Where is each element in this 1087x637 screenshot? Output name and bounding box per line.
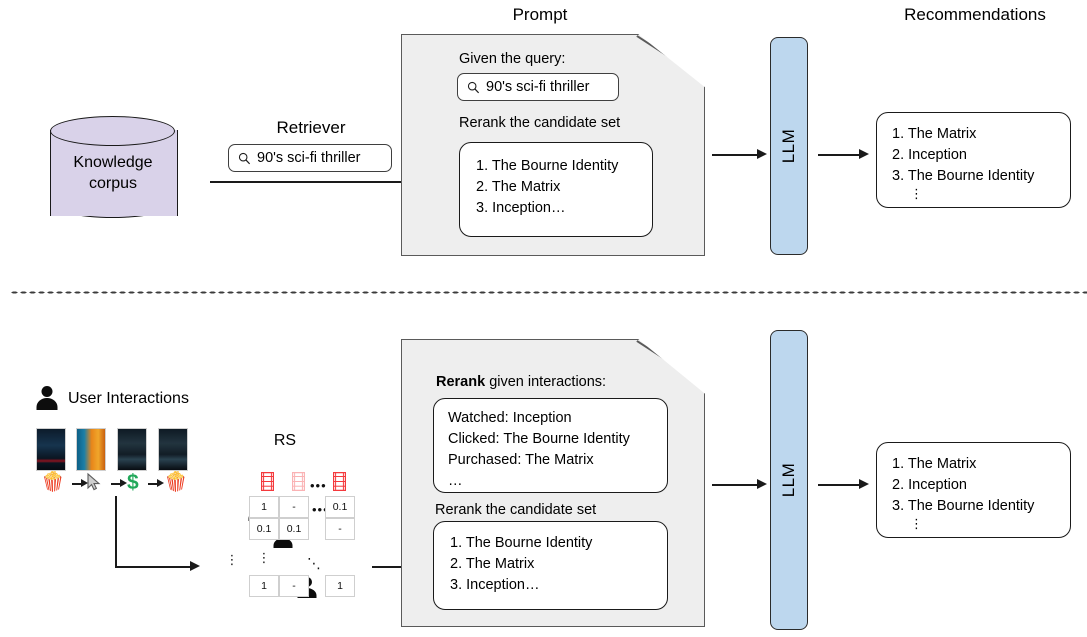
arrow-event-1: [72, 483, 82, 485]
matrix-row-ellipsis: ⋮: [225, 552, 239, 567]
user-interactions-label: User Interactions: [68, 390, 189, 407]
knowledge-corpus-line2: corpus: [88, 175, 138, 192]
arrow-llm-to-recs-bottom: [818, 484, 862, 486]
knowledge-corpus-cylinder: Knowledge corpus: [50, 116, 178, 218]
arrow-llm-to-recs-top: [818, 154, 862, 156]
search-icon: [238, 152, 251, 164]
recommendations-box-top: 1. The Matrix 2. Inception 3. The Bourne…: [876, 112, 1071, 208]
rerank-given-interactions-label: Rerank given interactions:: [436, 374, 606, 390]
user-icon: [36, 386, 58, 410]
arrow-prompt-to-llm-bottom-head: [757, 479, 767, 489]
cursor-icon: [87, 472, 101, 491]
arrow-interactions-to-rs-vertical: [115, 496, 117, 568]
matrix-cell: -: [279, 496, 309, 518]
matrix-cell: 1: [249, 496, 279, 518]
recommendations-ellipsis: ⋮: [910, 516, 923, 531]
llm-label: LLM: [779, 462, 798, 498]
rerank-rest-text: given interactions:: [485, 374, 607, 390]
candidate-set-box-top: 1. The Bourne Identity 2. The Matrix 3. …: [459, 142, 653, 237]
knowledge-corpus-line1: Knowledge: [73, 154, 153, 171]
sheet-fold-line-top: [636, 35, 705, 86]
arrow-interactions-to-rs-head: [190, 561, 200, 571]
retriever-search-input[interactable]: 90's sci-fi thriller: [228, 144, 392, 172]
film-strip-icon: [292, 472, 306, 491]
sheet-fold-line-bottom: [636, 340, 705, 391]
recommendations-ellipsis: ⋮: [910, 186, 923, 201]
recommendation-item: 2. Inception: [892, 147, 967, 163]
dollar-icon: $: [127, 471, 139, 494]
recommendation-item: 1. The Matrix: [892, 456, 977, 472]
recommendation-item: 3. The Bourne Identity: [892, 168, 1035, 184]
interaction-item: …: [448, 473, 463, 489]
arrow-event-3: [148, 483, 158, 485]
rerank-candidate-set-label-top: Rerank the candidate set: [459, 115, 621, 131]
interaction-item: Purchased: The Matrix: [448, 452, 594, 468]
recommendation-item: 3. The Bourne Identity: [892, 498, 1035, 514]
candidate-item: 3. Inception…: [450, 577, 540, 593]
prompt-query-input[interactable]: 90's sci-fi thriller: [457, 73, 619, 101]
matrix-cell: -: [279, 575, 309, 597]
retriever-label: Retriever: [276, 118, 346, 137]
arrow-corpus-to-prompt: [210, 181, 450, 183]
retriever-query-text: 90's sci-fi thriller: [257, 150, 361, 166]
arrow-llm-to-recs-bottom-head: [859, 479, 869, 489]
poster-the-matrix: [117, 428, 147, 471]
poster-inception: [36, 428, 66, 471]
section-divider: [10, 291, 1087, 294]
candidate-item: 2. The Matrix: [450, 556, 535, 572]
rs-label: RS: [273, 432, 297, 449]
arrow-event-1-head: [81, 479, 88, 487]
knowledge-corpus-label: Knowledge corpus: [50, 152, 176, 194]
film-strip-icon: [333, 472, 347, 491]
matrix-row-gap-ellipsis: •••: [312, 502, 329, 517]
popcorn-icon: 🍿: [164, 472, 188, 493]
matrix-cell: 0.1: [325, 496, 355, 518]
arrow-llm-to-recs-top-head: [859, 149, 869, 159]
matrix-cell: -: [325, 518, 355, 540]
interaction-item: Watched: Inception: [448, 410, 572, 426]
matrix-cell: 0.1: [279, 518, 309, 540]
matrix-cell: 0.1: [249, 518, 279, 540]
matrix-header-ellipsis: •••: [310, 478, 327, 493]
arrow-interactions-to-rs-horizontal: [115, 566, 193, 568]
llm-box-bottom: LLM: [770, 330, 808, 630]
recommendation-item: 1. The Matrix: [892, 126, 977, 142]
llm-box-top: LLM: [770, 37, 808, 255]
arrow-prompt-to-llm-top: [712, 154, 760, 156]
candidate-item: 1. The Bourne Identity: [476, 158, 619, 174]
prompt-query-text: 90's sci-fi thriller: [486, 79, 590, 95]
candidate-set-box-bottom: 1. The Bourne Identity 2. The Matrix 3. …: [433, 521, 668, 610]
page-title-recommendations: Recommendations: [904, 5, 1046, 24]
matrix-cell: 1: [249, 575, 279, 597]
interactions-box: Watched: Inception Clicked: The Bourne I…: [433, 398, 668, 493]
poster-the-bourne-identity: [76, 428, 106, 471]
film-strip-icon: [261, 472, 275, 491]
arrow-event-3-head: [157, 479, 164, 487]
given-query-label: Given the query:: [459, 51, 566, 67]
arrow-prompt-to-llm-top-head: [757, 149, 767, 159]
cylinder-top-ellipse: [50, 116, 175, 146]
candidate-item: 3. Inception…: [476, 200, 566, 216]
interaction-item: Clicked: The Bourne Identity: [448, 431, 630, 447]
llm-label: LLM: [779, 128, 798, 164]
recommendations-box-bottom: 1. The Matrix 2. Inception 3. The Bourne…: [876, 442, 1071, 538]
matrix-cell: 1: [325, 575, 355, 597]
matrix-column-ellipsis: ⋮: [257, 550, 271, 565]
rerank-candidate-set-label-bottom: Rerank the candidate set: [435, 502, 597, 518]
rerank-strong-text: Rerank: [436, 374, 486, 390]
arrow-prompt-to-llm-bottom: [712, 484, 760, 486]
search-icon: [467, 81, 480, 93]
popcorn-icon: 🍿: [41, 472, 65, 493]
poster-the-matrix: [158, 428, 188, 471]
candidate-item: 1. The Bourne Identity: [450, 535, 593, 551]
matrix-diagonal-ellipsis: ⋱: [307, 555, 322, 571]
page-title-prompt: Prompt: [512, 5, 568, 24]
recommendation-item: 2. Inception: [892, 477, 967, 493]
arrow-event-2-head: [120, 479, 127, 487]
arrow-event-2: [111, 483, 121, 485]
candidate-item: 2. The Matrix: [476, 179, 561, 195]
